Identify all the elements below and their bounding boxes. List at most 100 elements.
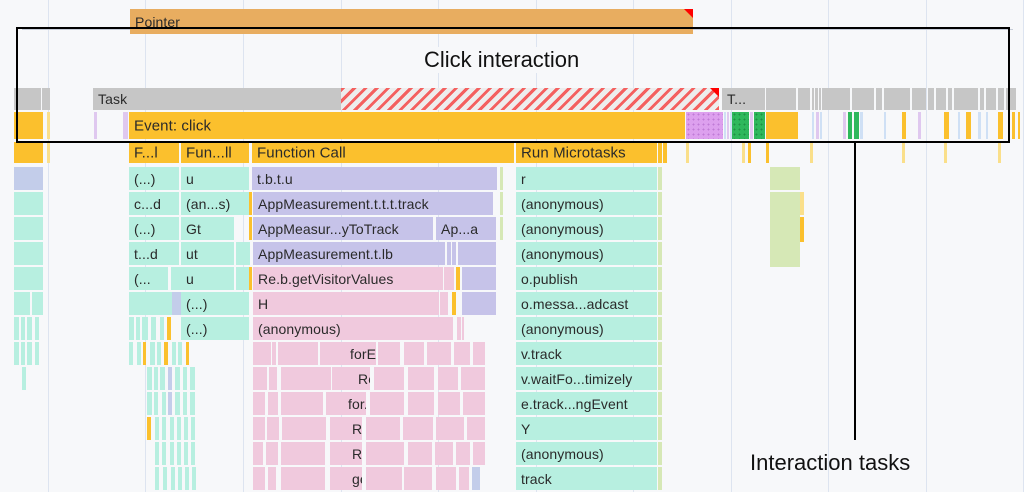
flame-sliver-7-4[interactable] xyxy=(129,317,134,340)
flame-block-3-4[interactable]: (anonymous) xyxy=(516,217,657,240)
flame-sliver-8-19[interactable] xyxy=(427,342,451,365)
flame-sliver-8-18[interactable] xyxy=(404,342,424,365)
task-chunk-b[interactable] xyxy=(42,88,50,110)
flame-sliver-8-14[interactable] xyxy=(272,342,276,365)
flame-sliver-5-5[interactable] xyxy=(249,267,252,290)
flame-sliver-13-0[interactable] xyxy=(155,467,159,490)
flame-sliver-7-12[interactable] xyxy=(457,317,461,340)
flame-sliver-3-0[interactable] xyxy=(14,217,43,240)
flame-sliver-9-13[interactable] xyxy=(408,367,434,390)
interaction-task-block-1[interactable] xyxy=(770,192,800,217)
flame-sliver-0-14[interactable] xyxy=(944,142,947,163)
flame-block-5-1[interactable]: u xyxy=(181,267,234,290)
flame-sliver-12-14[interactable] xyxy=(473,442,485,465)
flame-sliver-7-13[interactable] xyxy=(462,317,464,340)
flame-sliver-13-12[interactable] xyxy=(436,467,456,490)
flame-block-8-0[interactable]: forEach....mputed> xyxy=(320,342,376,365)
flame-sliver-10-2[interactable] xyxy=(162,392,166,415)
flame-sliver-0-13[interactable] xyxy=(902,142,905,163)
flame-sliver-8-17[interactable] xyxy=(378,342,400,365)
flame-block-1-1[interactable]: u xyxy=(181,167,249,190)
flame-sliver-2-3[interactable] xyxy=(249,192,252,215)
flame-sliver-10-3[interactable] xyxy=(168,392,172,415)
flame-block-10-1[interactable]: e.track...ngEvent xyxy=(516,392,657,415)
flame-sliver-7-1[interactable] xyxy=(21,317,25,340)
flame-sliver-5-7[interactable] xyxy=(444,267,454,290)
flame-sliver-9-3[interactable] xyxy=(160,367,165,390)
flame-sliver-13-13[interactable] xyxy=(459,467,469,490)
flame-sliver-11-6[interactable] xyxy=(191,417,195,440)
flame-block-4-3[interactable]: (anonymous) xyxy=(516,242,657,265)
flame-sliver-12-7[interactable] xyxy=(266,442,278,465)
flame-sliver-7-9[interactable] xyxy=(167,317,171,340)
flame-sliver-12-4[interactable] xyxy=(184,442,188,465)
flame-sliver-9-10[interactable] xyxy=(281,367,331,390)
flame-sliver-4-0[interactable] xyxy=(14,242,43,265)
flame-sliver-12-13[interactable] xyxy=(456,442,470,465)
flame-block-6-0[interactable]: (...) xyxy=(181,292,249,315)
flame-sliver-5-0[interactable] xyxy=(14,267,43,290)
flame-sliver-13-3[interactable] xyxy=(178,467,182,490)
flame-sliver-11-7[interactable] xyxy=(253,417,265,440)
flame-sliver-11-1[interactable] xyxy=(155,417,159,440)
flame-block-1-2[interactable]: t.b.t.u xyxy=(252,167,497,190)
task-chunk-a[interactable] xyxy=(14,88,41,110)
flame-block-1-3[interactable]: r xyxy=(516,167,657,190)
flame-sliver-0-11[interactable] xyxy=(766,142,769,163)
flame-block-12-0[interactable]: R...d xyxy=(330,442,362,465)
flame-sliver-12-2[interactable] xyxy=(170,442,174,465)
flame-sliver-12-8[interactable] xyxy=(281,442,325,465)
flame-sliver-7-6[interactable] xyxy=(142,317,148,340)
flame-block-5-3[interactable]: o.publish xyxy=(516,267,657,290)
interaction-event-pointer[interactable]: Pointer xyxy=(130,9,693,34)
flame-sliver-0-12[interactable] xyxy=(810,142,813,163)
flame-sliver-8-11[interactable] xyxy=(178,342,182,365)
flame-block-3-1[interactable]: Gt xyxy=(181,217,234,240)
flame-sliver-5-9[interactable] xyxy=(462,267,496,290)
flame-block-7-1[interactable]: (anonymous) xyxy=(253,317,453,340)
interaction-task-block-0[interactable] xyxy=(770,167,800,189)
event-row-purple-block[interactable] xyxy=(686,112,723,139)
flame-sliver-4-6[interactable] xyxy=(452,242,456,265)
flame-sliver-5-11[interactable] xyxy=(658,267,662,290)
event-row-yellow-block-right[interactable] xyxy=(766,112,798,139)
flame-sliver-13-16[interactable] xyxy=(658,467,662,490)
flame-sliver-8-0[interactable] xyxy=(14,342,19,365)
flame-sliver-9-14[interactable] xyxy=(438,367,458,390)
flame-sliver-8-6[interactable] xyxy=(143,342,146,365)
flame-block-2-3[interactable]: (anonymous) xyxy=(516,192,657,215)
flame-sliver-9-4[interactable] xyxy=(168,367,172,390)
flame-sliver-10-13[interactable] xyxy=(438,392,460,415)
flame-sliver-3-8[interactable] xyxy=(658,217,662,240)
event-row-left-chunk[interactable] xyxy=(14,112,43,139)
flame-sliver-9-0[interactable] xyxy=(22,367,26,390)
flame-sliver-13-10[interactable] xyxy=(366,467,402,490)
flame-sliver-9-8[interactable] xyxy=(253,367,267,390)
flame-block-0-1[interactable]: Fun...ll xyxy=(181,142,249,163)
flame-block-6-1[interactable]: H xyxy=(253,292,439,315)
flame-block-12-1[interactable]: (anonymous) xyxy=(516,442,657,465)
flame-block-4-2[interactable]: AppMeasurement.t.lb xyxy=(253,242,445,265)
task-tail-block-17[interactable] xyxy=(1006,88,1016,110)
flame-sliver-11-13[interactable] xyxy=(436,417,464,440)
flame-sliver-3-3[interactable] xyxy=(249,217,252,240)
task-tail-block-9[interactable] xyxy=(912,88,926,110)
interaction-task-block-2[interactable] xyxy=(770,217,800,242)
flame-block-9-1[interactable]: v.waitFo...timizely xyxy=(516,367,657,390)
flame-sliver-11-3[interactable] xyxy=(170,417,174,440)
flame-sliver-11-11[interactable] xyxy=(366,417,400,440)
flame-sliver-12-16[interactable] xyxy=(658,442,662,465)
flame-sliver-4-9[interactable] xyxy=(658,242,662,265)
task-tail-block-8[interactable] xyxy=(884,88,910,110)
long-task-hatched-region[interactable] xyxy=(341,88,719,110)
task-tail-block-15[interactable] xyxy=(986,88,996,110)
event-row-green-block-1[interactable] xyxy=(732,112,749,139)
flame-sliver-8-5[interactable] xyxy=(137,342,141,365)
flame-sliver-7-2[interactable] xyxy=(27,317,32,340)
flame-sliver-8-13[interactable] xyxy=(253,342,271,365)
flame-sliver-8-2[interactable] xyxy=(27,342,32,365)
flame-sliver-13-7[interactable] xyxy=(268,467,276,490)
flame-sliver-0-9[interactable] xyxy=(742,142,745,163)
task-tail-block-12[interactable] xyxy=(948,88,952,110)
flame-sliver-2-5[interactable] xyxy=(500,192,503,215)
